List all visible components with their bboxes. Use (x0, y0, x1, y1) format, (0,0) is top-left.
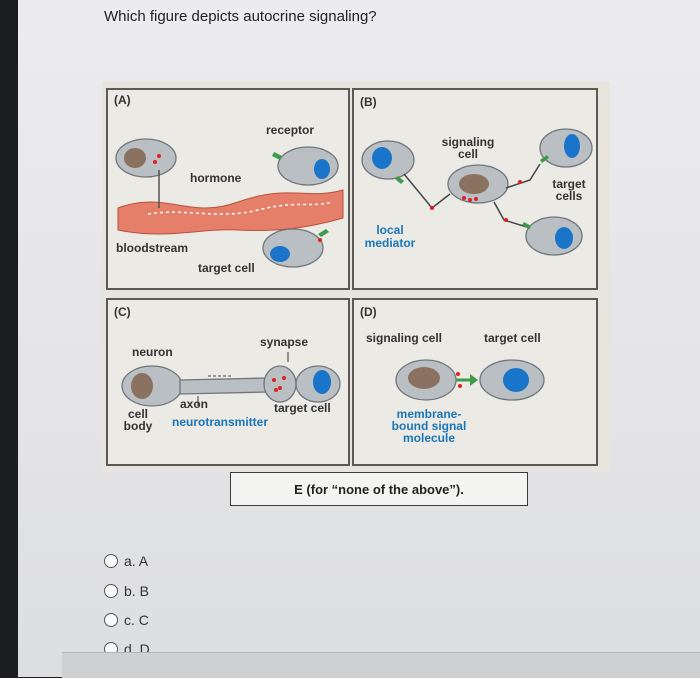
label-bloodstream: bloodstream (116, 241, 189, 255)
label-signaling-cell: cell (457, 147, 478, 161)
tag-b: (B) (360, 95, 377, 109)
label-membrane: membrane- (396, 407, 462, 421)
label-axon: axon (180, 397, 209, 411)
label-bound-signal: bound signal (391, 419, 467, 433)
figure: (A) receptor hormone bloodstream target … (102, 82, 610, 472)
label-signaling: signaling (441, 135, 495, 149)
label-signaling-cell-d: signaling cell (366, 331, 443, 345)
question-text: Which figure depicts autocrine signaling… (104, 8, 377, 25)
label-target-cell-d: target cell (484, 331, 541, 345)
bottom-bar (62, 652, 700, 678)
panel-d-illustration (395, 359, 545, 401)
option-c-label: c. C (124, 612, 149, 628)
label-local-mediator: mediator (364, 236, 416, 250)
radio-b[interactable] (104, 584, 118, 598)
panel-d: (D) signaling cell target cell membrane-… (352, 298, 598, 466)
panel-c-illustration (121, 352, 341, 407)
label-receptor: receptor (266, 123, 315, 137)
panel-b: (B) signaling cell target cells local me… (352, 88, 598, 290)
label-cell-body: body (123, 419, 153, 433)
radio-a[interactable] (104, 554, 118, 568)
label-hormone: hormone (190, 171, 242, 185)
label-neuron: neuron (132, 345, 173, 359)
radio-c[interactable] (104, 613, 118, 627)
panel-c: (C) neuron synapse axon target cell cell… (106, 298, 350, 466)
option-b[interactable]: b. B (104, 583, 149, 599)
label-target-cell-c: target cell (274, 401, 331, 415)
option-a-label: a. A (124, 553, 149, 569)
tag-a: (A) (114, 93, 131, 107)
label-neurotransmitter: neurotransmitter (172, 415, 269, 429)
option-a[interactable]: a. A (104, 553, 148, 569)
label-synapse: synapse (260, 335, 309, 349)
label-target-cell: target cell (198, 261, 255, 275)
label-molecule: molecule (402, 431, 456, 445)
option-e-box: E (for “none of the above”). (230, 472, 528, 506)
panel-b-illustration (361, 128, 593, 256)
option-c[interactable]: c. C (104, 612, 149, 628)
label-target: target (552, 177, 586, 191)
panel-a-illustration (115, 138, 344, 268)
panel-a: (A) receptor hormone bloodstream target … (106, 88, 350, 290)
option-b-label: b. B (124, 583, 149, 599)
tag-c: (C) (114, 305, 131, 319)
option-e-text: E (for “none of the above”). (294, 481, 464, 497)
label-cell: cell (127, 407, 148, 421)
label-local: local (376, 223, 404, 237)
tag-d: (D) (360, 305, 377, 319)
label-target-cells: cells (555, 189, 583, 203)
